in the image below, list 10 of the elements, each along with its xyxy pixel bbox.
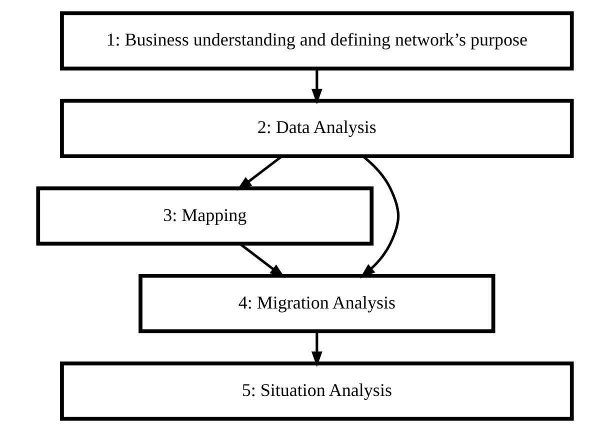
node-box: 4: Migration Analysis bbox=[138, 274, 496, 334]
arrow bbox=[236, 155, 283, 191]
arrow bbox=[238, 242, 286, 278]
node-box: 3: Mapping bbox=[36, 186, 374, 246]
node-box: 1: Business understanding and defining network’s purpose bbox=[60, 11, 574, 70]
arrow bbox=[312, 331, 322, 368]
arrow bbox=[360, 155, 400, 278]
arrow bbox=[312, 68, 322, 104]
node-box: 2: Data Analysis bbox=[60, 98, 574, 158]
node-box: 5: Situation Analysis bbox=[60, 362, 574, 421]
